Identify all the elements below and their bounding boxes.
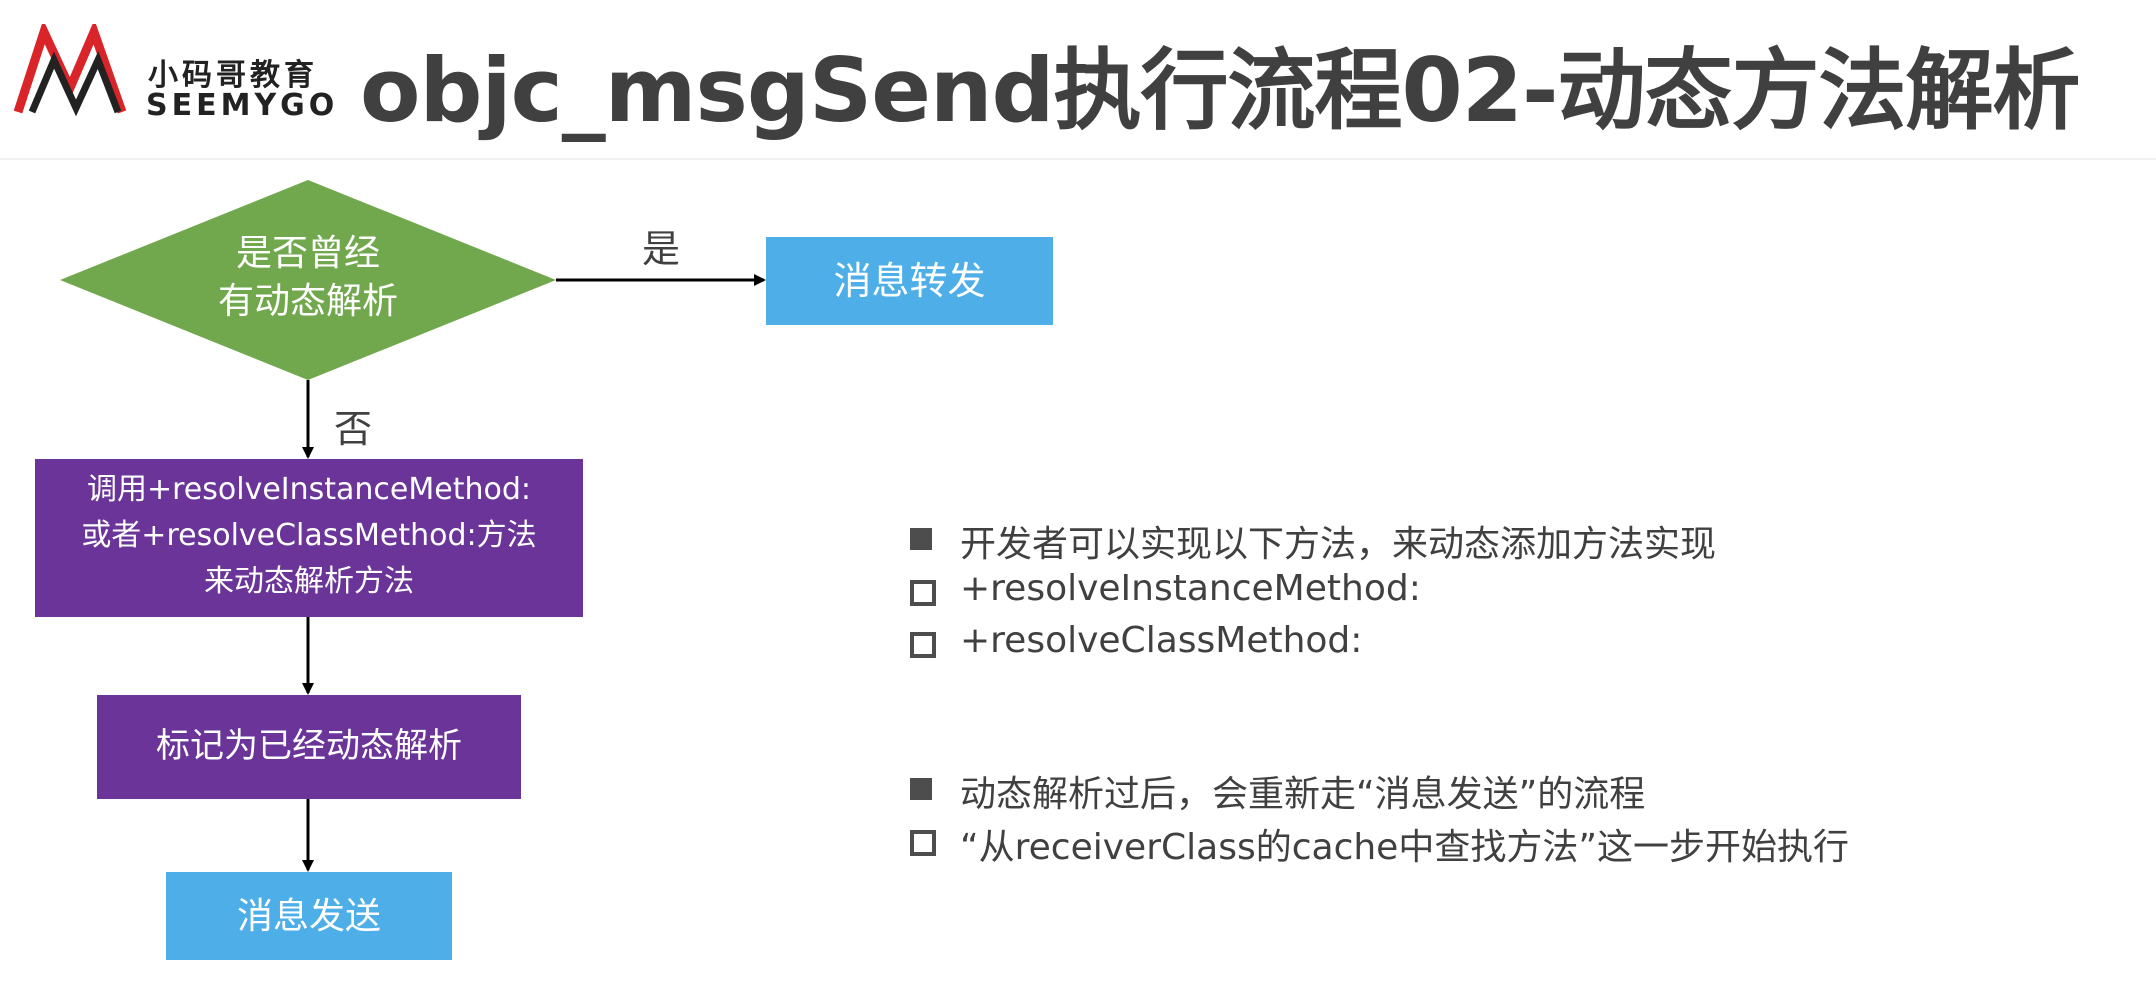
decision-line-2: 有动态解析 [217, 280, 398, 322]
note-1: 开发者可以实现以下方法，来动态添加方法实现 [960, 524, 1717, 565]
resolve-line-1: 调用+resolveInstanceMethod: [86, 472, 532, 507]
decision-text: 是否曾经 有动态解析 [168, 230, 448, 325]
logo-m-mark-icon [14, 24, 127, 117]
page-title: objc_msgSend执行流程02-动态方法解析 [360, 39, 2081, 142]
resolve-line-3: 来动态解析方法 [204, 564, 414, 599]
resolve-line-2: 或者+resolveClassMethod:方法 [81, 518, 537, 553]
bullet-open-square-icon [910, 580, 936, 606]
logo-english-text: SEEMYGO [146, 88, 339, 123]
note-2-sub-1: “从receiverClass的cache中查找方法”这一步开始执行 [960, 827, 1849, 868]
decision-line-1: 是否曾经 [235, 233, 380, 274]
mark-box [97, 695, 521, 799]
resolve-box-text: 调用+resolveInstanceMethod: 或者+resolveClas… [35, 467, 583, 605]
send-box [166, 872, 452, 960]
bullet-filled-square-icon [910, 778, 932, 800]
resolve-box [35, 459, 583, 617]
header-divider [0, 158, 2156, 160]
forward-box [766, 237, 1053, 325]
note-1-sub-1: +resolveInstanceMethod: [960, 568, 1421, 609]
mark-box-label: 标记为已经动态解析 [156, 726, 462, 766]
note-2: 动态解析过后，会重新走“消息发送”的流程 [960, 774, 1646, 815]
no-label: 否 [334, 407, 373, 451]
forward-box-label: 消息转发 [833, 259, 986, 303]
yes-label: 是 [642, 227, 681, 271]
logo-chinese-text: 小码哥教育 [148, 58, 318, 93]
bullet-filled-square-icon [910, 528, 932, 550]
bullet-open-square-icon [910, 632, 936, 658]
send-box-label: 消息发送 [236, 896, 381, 937]
decision-diamond [60, 180, 556, 380]
bullet-open-square-icon [910, 830, 936, 856]
seemygo-logo: 小码哥教育 SEEMYGO [14, 24, 334, 124]
note-1-sub-2: +resolveClassMethod: [960, 620, 1363, 661]
